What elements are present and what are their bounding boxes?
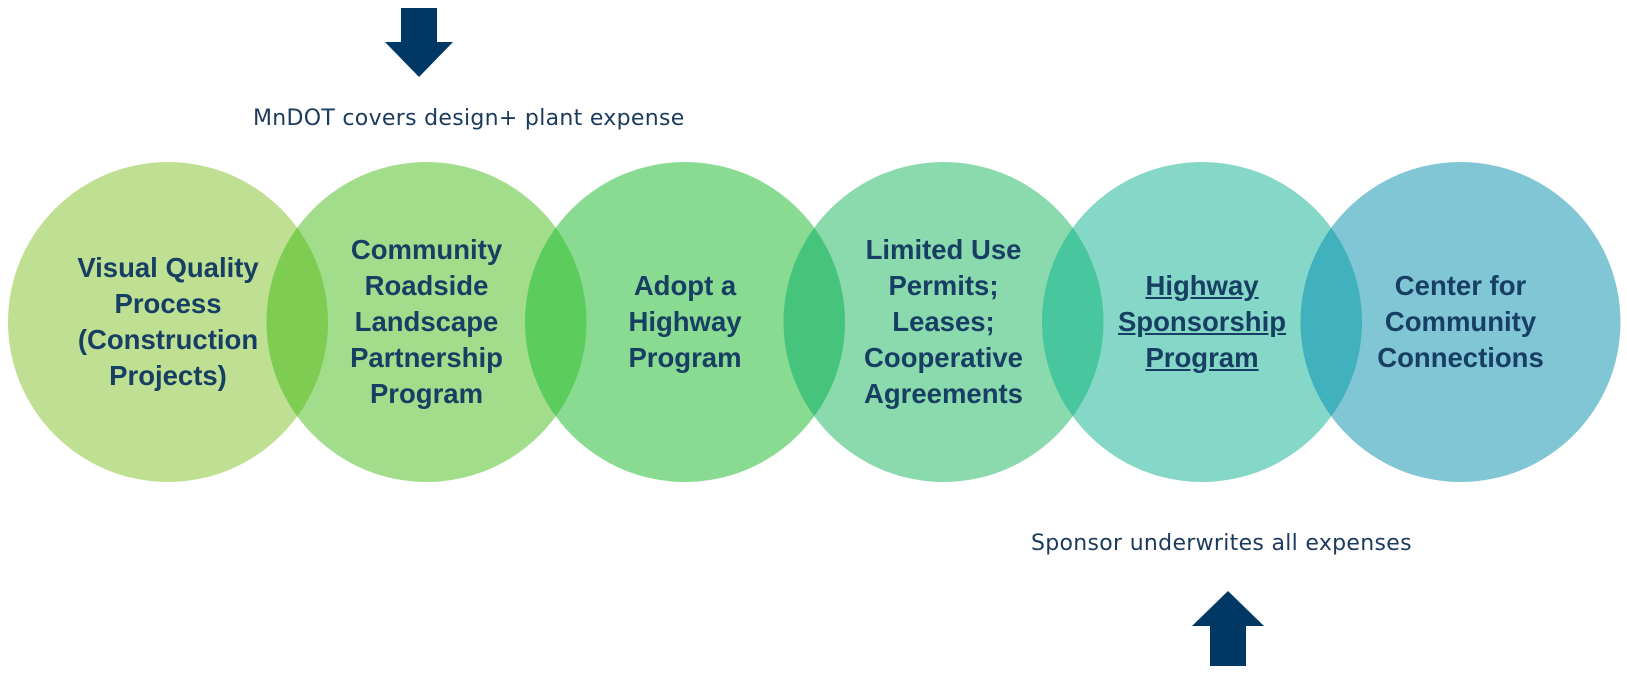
- overlap-4-5: [1042, 227, 1104, 417]
- circle-visual-quality: [8, 162, 328, 482]
- circles-layer: [8, 162, 1621, 482]
- arrow-up-icon: [1192, 591, 1264, 666]
- circle-center-for-community: [1300, 162, 1621, 482]
- arrow-down-icon: [385, 8, 453, 77]
- overlap-1-2: [266, 227, 329, 417]
- top-caption: MnDOT covers design+ plant expense: [253, 106, 685, 131]
- overlap-3-4: [783, 227, 845, 417]
- circle-adopt-a-highway: [525, 162, 845, 482]
- overlap-2-3: [525, 227, 587, 417]
- circle-community-roadside: [266, 162, 587, 482]
- bottom-caption: Sponsor underwrites all expenses: [1031, 531, 1412, 556]
- overlaps-layer: [266, 227, 1362, 417]
- overlap-5-6: [1300, 227, 1362, 417]
- circle-highway-sponsorship: [1042, 162, 1362, 482]
- arrows-layer: [385, 8, 1264, 666]
- circle-limited-use-permits: [783, 162, 1104, 482]
